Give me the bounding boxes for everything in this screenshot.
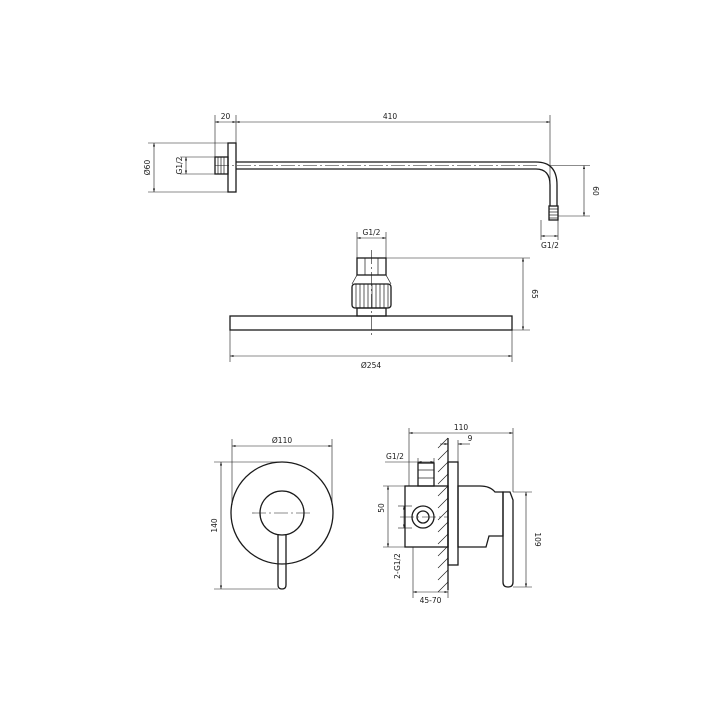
head-diameter-label: Ø254 xyxy=(361,361,381,370)
valve-body-thread-label: G1/2 xyxy=(386,452,404,461)
valve-depth-label: 110 xyxy=(454,423,469,432)
valve-plate-thickness-label: 9 xyxy=(468,434,473,443)
valve-install-depth-label: 45-70 xyxy=(420,596,442,605)
valve-plate-diameter-label: Ø110 xyxy=(272,436,292,445)
valve-front-view: Ø110 140 xyxy=(210,436,334,590)
shower-arm-view: 20 410 Ø60 G1/2 60 G1/2 xyxy=(143,112,600,250)
head-inlet-thread-label: G1/2 xyxy=(363,228,381,237)
valve-side-lever xyxy=(502,491,514,588)
head-height-label: 65 xyxy=(530,289,539,299)
valve-side-hub xyxy=(457,485,504,548)
head-disk xyxy=(229,315,513,331)
valve-side-cover-plate xyxy=(447,461,459,566)
arm-outlet-thread xyxy=(548,205,559,221)
wall-section-hatch xyxy=(437,437,449,593)
arm-tube xyxy=(236,161,558,206)
shower-head-view: G1/2 65 Ø254 xyxy=(229,228,539,370)
arm-flange-diameter-label: Ø60 xyxy=(143,160,152,176)
arm-flange-thickness-label: 20 xyxy=(221,112,231,121)
arm-inlet-thread-label: G1/2 xyxy=(175,156,184,174)
arm-drop-label: 60 xyxy=(591,186,600,196)
valve-thread-top xyxy=(417,462,435,487)
arm-length-label: 410 xyxy=(383,112,398,121)
arm-outlet-thread-label: G1/2 xyxy=(541,241,559,250)
valve-connections-label: 2-G1/2 xyxy=(393,553,402,579)
valve-handle-height-label: 109 xyxy=(533,532,542,547)
arm-wall-flange xyxy=(227,142,237,193)
valve-lever-handle xyxy=(277,534,287,590)
valve-overall-height-label: 140 xyxy=(210,518,219,533)
valve-body-size-label: 50 xyxy=(377,503,386,513)
valve-side-view: 110 9 G1/2 50 2-G1/2 109 45-70 xyxy=(377,423,542,605)
